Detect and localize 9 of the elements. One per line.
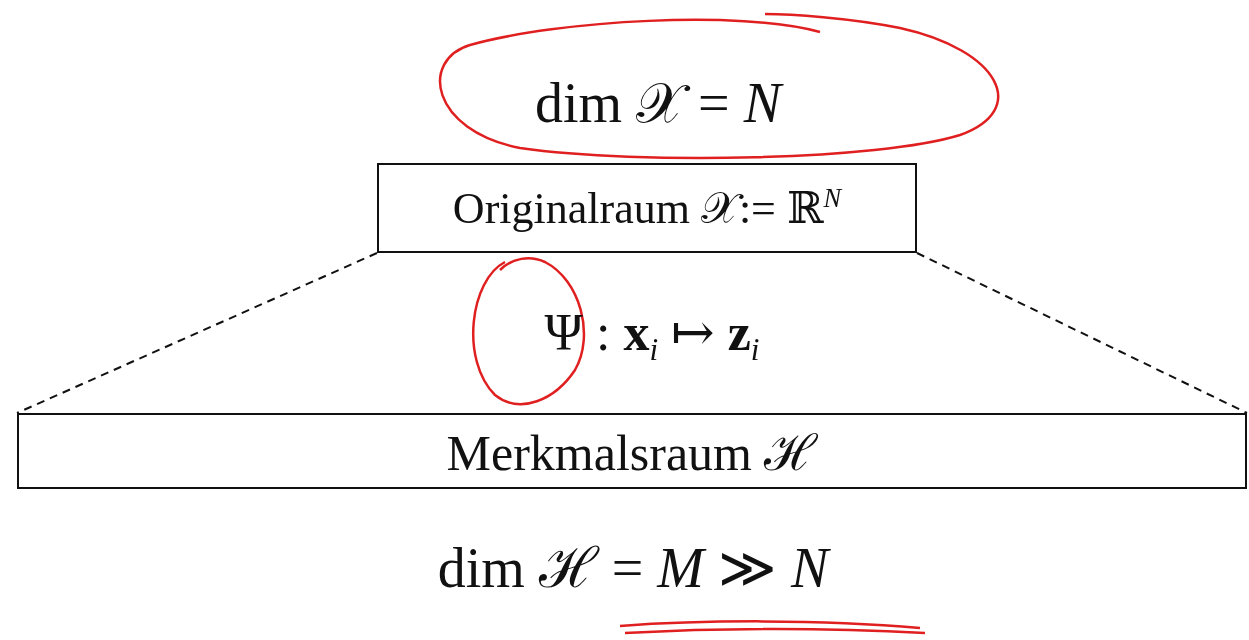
space-box xyxy=(17,413,1247,489)
dashed-line xyxy=(916,252,1248,414)
formula-text: Ψ : x$_{i}$ ↦ z$_{i}$ xyxy=(544,302,760,369)
formula-text: dim 𝒳 = N xyxy=(534,70,782,136)
space-box xyxy=(377,163,917,253)
formula-text: dim ℋ = M ≫ N xyxy=(437,536,829,601)
dashed-line xyxy=(16,252,378,414)
box-label: Merkmalsraum ℋ xyxy=(446,424,818,483)
box-label: Originalraum 𝒳:= ℝ$^{N}$ xyxy=(452,182,842,234)
